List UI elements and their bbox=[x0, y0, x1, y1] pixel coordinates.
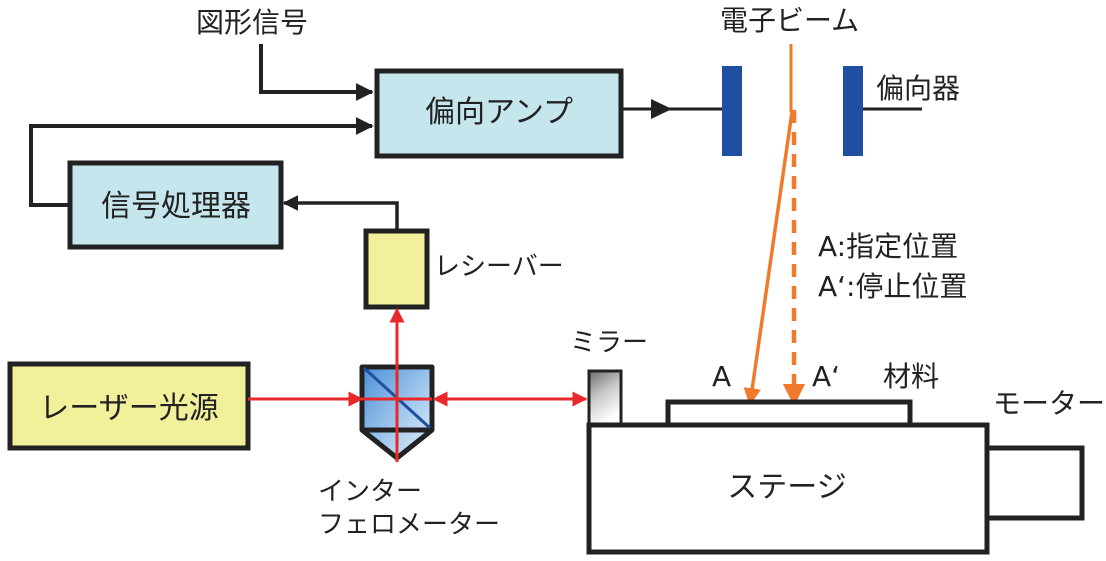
mirror-label: ミラー bbox=[570, 328, 648, 358]
processor-to-amp-connector bbox=[29, 117, 374, 207]
interferometer-label-line2: フェロメーター bbox=[318, 510, 500, 540]
legend-a-label: A:指定位置 bbox=[818, 230, 958, 263]
mirror bbox=[587, 369, 623, 427]
electron-beam-to-a bbox=[743, 111, 794, 406]
figure-signal-label: 図形信号 bbox=[196, 6, 308, 39]
legend-a-prime-label: A‘:停止位置 bbox=[818, 270, 968, 303]
deflection-amp-box bbox=[374, 68, 624, 159]
signal-processor-box bbox=[67, 160, 284, 250]
electron-beam-label: 電子ビーム bbox=[720, 4, 859, 37]
deflector-label: 偏向器 bbox=[876, 72, 960, 105]
laser-source-box bbox=[7, 361, 251, 451]
material-block bbox=[665, 399, 913, 428]
figure-signal-connector bbox=[259, 44, 374, 101]
stage-label: ステージ bbox=[727, 470, 846, 505]
receiver-label: レシーバー bbox=[434, 252, 564, 282]
amp-to-deflector-arrowhead bbox=[651, 99, 672, 119]
receiver-to-processor-connector bbox=[282, 195, 399, 230]
motor-label: モーター bbox=[993, 387, 1105, 420]
deflector-plate-right bbox=[843, 66, 863, 156]
stage-box bbox=[586, 422, 990, 555]
deflector-plate-left bbox=[722, 66, 742, 156]
deflection-amp-label: 偏向アンプ bbox=[425, 95, 573, 130]
material-label: 材料 bbox=[883, 360, 939, 393]
receiver-box bbox=[363, 228, 430, 310]
laser-source-label: レーザー光源 bbox=[39, 391, 218, 426]
point-a-label: A bbox=[712, 360, 731, 393]
motor-box bbox=[984, 445, 1085, 521]
signal-processor-label: 信号処理器 bbox=[101, 189, 251, 224]
point-a-prime-label: A‘ bbox=[812, 360, 840, 393]
interferometer-label-line1: インター bbox=[318, 477, 422, 507]
